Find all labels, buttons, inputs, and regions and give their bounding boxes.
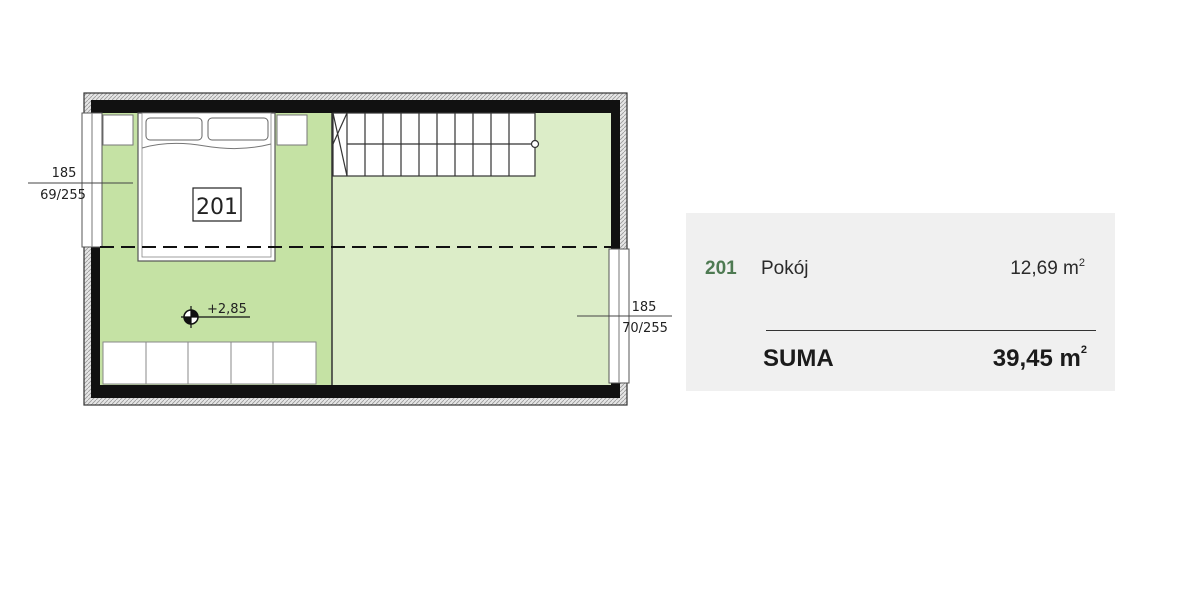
staircase: [332, 112, 540, 177]
elevation-marker: [181, 306, 250, 328]
wardrobe: [102, 341, 317, 385]
legend-row-201: 201 Pokój 12,69 m2: [686, 213, 1115, 391]
legend-divider: [766, 330, 1096, 331]
window-left-dim-bottom: 69/255: [40, 188, 86, 203]
nightstand-right: [276, 114, 308, 146]
room-number: 201: [705, 258, 737, 279]
total-area: 39,45 m2: [992, 344, 1087, 372]
room-tag-box: [192, 187, 242, 222]
elevation-label: +2,85: [207, 302, 247, 317]
room-name: Pokój: [761, 258, 809, 279]
total-label: SUMA: [763, 345, 834, 372]
bed: [137, 112, 276, 262]
floor-plan: 201 +2,85 185 69/255: [28, 92, 672, 406]
window-left-dim-top: 185: [52, 166, 77, 181]
room-area: 12,69 m2: [1010, 257, 1085, 279]
window-right-dim-bottom: 70/255: [622, 321, 668, 336]
window-right-dim-top: 185: [632, 300, 657, 315]
nightstand-left: [102, 114, 134, 146]
area-legend: 201 Pokój 12,69 m2 SUMA 39,45 m2: [686, 213, 1115, 391]
room-tag: 201: [196, 195, 238, 220]
